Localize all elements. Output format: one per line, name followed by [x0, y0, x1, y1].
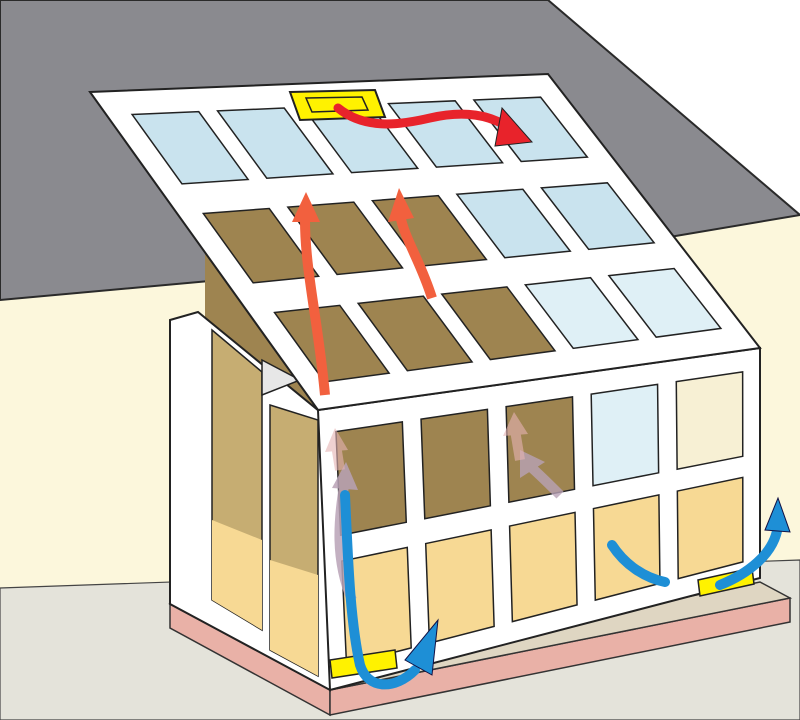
front-pane-1-3 — [592, 494, 661, 602]
airflow-arrows — [292, 103, 791, 690]
cool-air-arrow-left — [340, 490, 439, 690]
rising-air-arrow-center-top — [503, 412, 528, 461]
front-pane-0-4 — [675, 371, 744, 471]
side-pane-2-floor — [270, 560, 318, 676]
roof-pane-1-0 — [201, 207, 320, 284]
front-pane-0-3 — [590, 383, 660, 487]
roof-pane-0-0 — [130, 110, 250, 185]
roof-pane-2-4 — [607, 267, 723, 338]
rising-air-arrow-center — [520, 450, 564, 499]
roof-pane-2-2 — [440, 286, 557, 361]
side-triangle-pane — [261, 358, 302, 397]
front-pane-0-1 — [420, 408, 492, 520]
warm-air-arrow-2 — [388, 188, 437, 300]
cool-air-arrow-right — [715, 496, 791, 590]
roof-pane-1-4 — [539, 182, 656, 251]
roof-pane-0-1 — [216, 107, 335, 180]
hot-air-exhaust-arrow — [333, 103, 534, 147]
side-wall — [169, 310, 331, 692]
roof-pane-1-3 — [455, 188, 572, 259]
front-pane-1-2 — [508, 511, 578, 623]
side-pane-1-floor — [212, 520, 262, 630]
front-pane-1-1 — [424, 529, 495, 645]
cool-air-arrow-center — [607, 540, 670, 587]
front-pane-1-4 — [676, 476, 744, 580]
roof-pane-2-3 — [523, 276, 640, 350]
rising-air-arrow-left-top — [325, 428, 348, 471]
roof-pane-2-1 — [356, 295, 474, 372]
warm-air-arrow-1 — [292, 192, 330, 396]
